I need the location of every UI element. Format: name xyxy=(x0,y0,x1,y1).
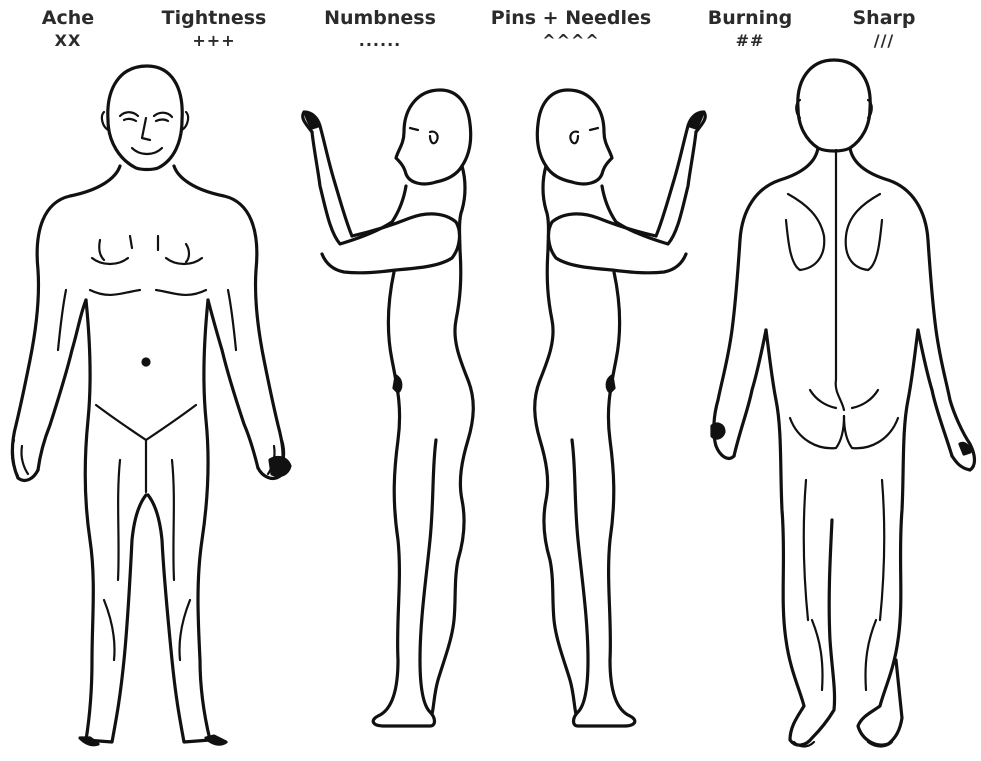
front-body-figure[interactable] xyxy=(12,66,290,745)
back-body-figure[interactable] xyxy=(712,60,975,747)
left-side-body-figure[interactable] xyxy=(303,90,474,726)
right-side-body-figure[interactable] xyxy=(535,90,706,726)
